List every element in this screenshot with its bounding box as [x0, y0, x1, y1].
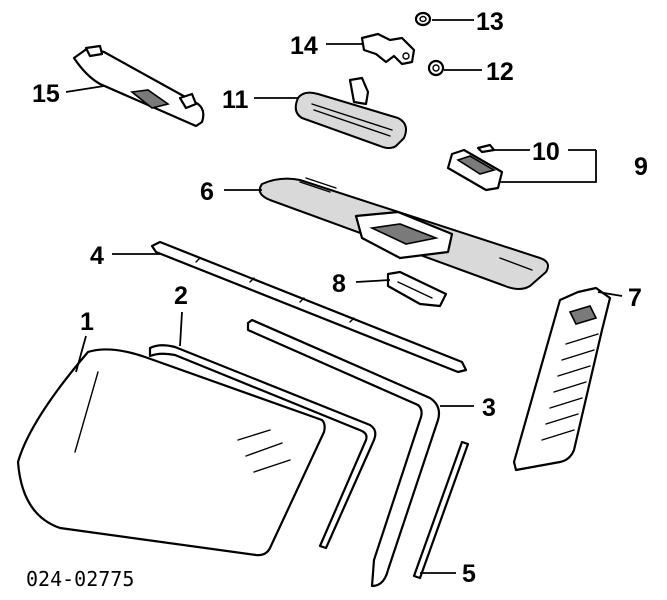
leader-2	[179, 311, 183, 347]
leader-lines	[65, 19, 623, 574]
callout-13: 13	[476, 8, 504, 36]
callout-3: 3	[482, 394, 496, 422]
windshield-glass	[16, 348, 326, 557]
callout-1: 1	[80, 308, 94, 336]
leader-9	[500, 150, 597, 183]
callout-12: 12	[486, 58, 514, 86]
a-pillar-trim	[512, 286, 612, 472]
callout-7: 7	[628, 284, 642, 312]
leader-8	[355, 279, 391, 283]
leader-7	[597, 291, 623, 297]
windshield-seal	[148, 344, 377, 550]
callout-10: 10	[532, 138, 560, 166]
callout-11: 11	[222, 86, 249, 114]
lamp-lens	[386, 270, 448, 308]
control-unit	[446, 143, 504, 192]
callout-15: 15	[32, 80, 60, 108]
callout-2: 2	[174, 282, 188, 310]
reference-number: 024-02775	[26, 567, 134, 591]
sun-visor	[72, 44, 205, 128]
mirror-bracket	[360, 32, 416, 66]
roof-molding-strip	[150, 240, 468, 374]
headliner-panel	[258, 177, 549, 290]
callout-5: 5	[462, 560, 476, 588]
callout-14: 14	[290, 32, 318, 60]
callout-4: 4	[90, 242, 104, 270]
nut	[427, 59, 445, 77]
callout-9: 9	[634, 153, 648, 181]
rearview-mirror	[294, 76, 407, 149]
callout-6: 6	[200, 178, 214, 206]
side-trim-molding	[246, 318, 441, 588]
grommet	[414, 11, 432, 27]
callout-8: 8	[332, 270, 346, 298]
leader-1	[75, 335, 87, 373]
side-strip	[412, 440, 470, 580]
leader-15	[65, 85, 105, 93]
